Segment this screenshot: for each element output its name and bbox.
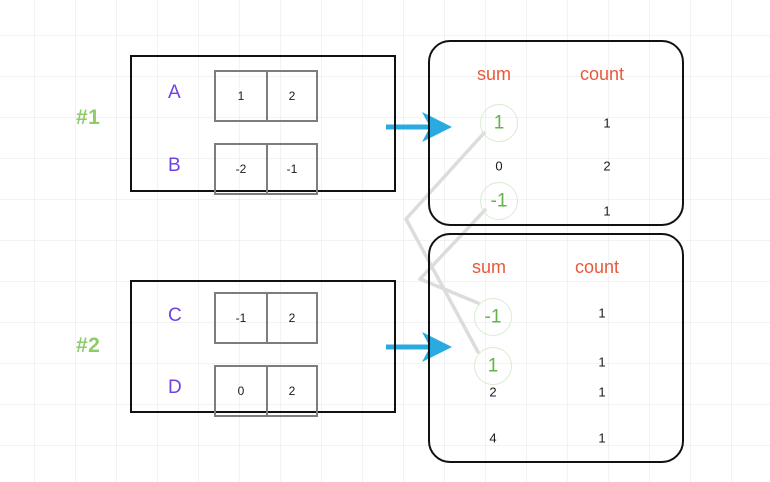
highlight-ring [480, 104, 518, 142]
result-table-2: sum count -1 1 1 1 2 1 4 1 [428, 233, 684, 463]
matrix-row-d: 0 2 [214, 365, 318, 417]
matrix-cell: 2 [266, 72, 316, 120]
sum-value: 4 [489, 430, 497, 446]
column-header-count: count [575, 257, 620, 277]
matrix-cell: -2 [235, 162, 247, 176]
column-header-sum: sum [472, 257, 507, 277]
row-label-c: C [168, 305, 182, 326]
sum-value: 1 [487, 355, 499, 377]
matrix-cell: -1 [235, 311, 247, 325]
sum-value: 1 [493, 112, 505, 134]
matrix-row-c: -1 2 [214, 292, 318, 344]
count-value: 1 [598, 305, 606, 321]
matrix-cell: 1 [237, 89, 245, 103]
row-label-a: A [168, 82, 181, 103]
column-header-sum: sum [477, 64, 512, 84]
highlight-ring [480, 182, 518, 220]
matrix-cell: 2 [266, 294, 316, 342]
matrix-cell: 2 [266, 367, 316, 415]
row-label-b: B [168, 155, 181, 176]
count-value: 1 [603, 203, 611, 219]
result-table-1: sum count 1 1 0 2 -1 1 [428, 40, 684, 226]
sum-value: 0 [495, 158, 503, 174]
count-value: 1 [603, 115, 611, 131]
input-panel-1: A 1 2 B -2 -1 [130, 55, 396, 195]
sum-value: -1 [490, 190, 508, 212]
count-value: 2 [603, 158, 611, 174]
highlight-ring [474, 298, 512, 336]
step-tag-2: #2 [76, 334, 101, 357]
matrix-row-b: -2 -1 [214, 143, 318, 195]
input-panel-2: C -1 2 D 0 2 [130, 280, 396, 417]
count-value: 1 [598, 354, 606, 370]
count-value: 1 [598, 430, 606, 446]
matrix-cell: -1 [266, 145, 316, 193]
sum-value: 2 [489, 384, 497, 400]
sum-value: -1 [484, 306, 502, 328]
count-value: 1 [598, 384, 606, 400]
step-tag-1: #1 [76, 106, 101, 129]
matrix-row-a: 1 2 [214, 70, 318, 122]
row-label-d: D [168, 377, 182, 398]
matrix-cell: 0 [237, 384, 245, 398]
highlight-ring [474, 347, 512, 385]
column-header-count: count [580, 64, 625, 84]
